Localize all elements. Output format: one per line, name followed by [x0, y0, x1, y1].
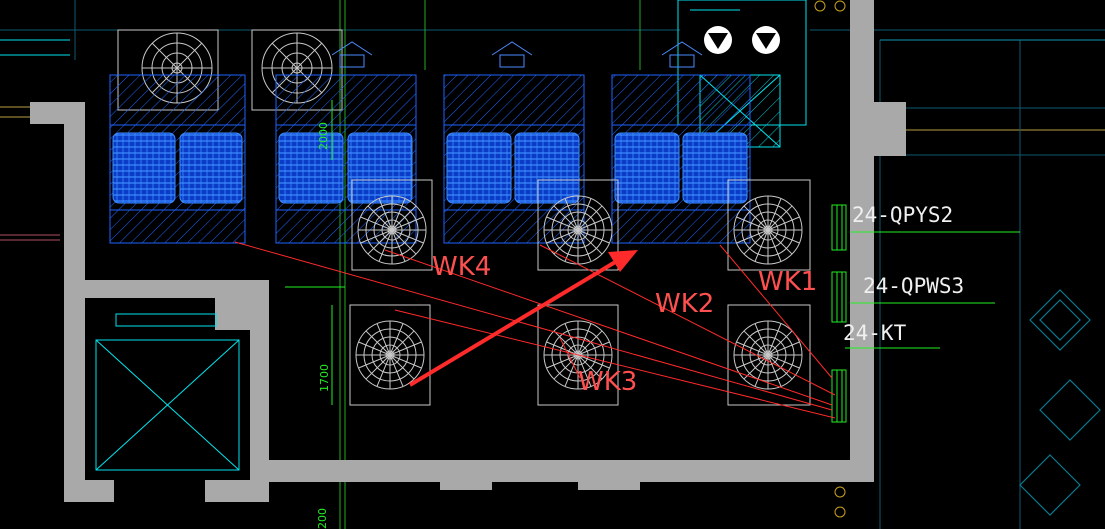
fan-grille-icon	[355, 320, 425, 390]
dimension-label: 1700	[318, 364, 331, 392]
outdoor-fan-units	[349, 179, 811, 406]
ac-unit-4	[611, 74, 751, 244]
walls	[30, 0, 906, 502]
unit-label: WK2	[655, 289, 714, 319]
dimension-label: 200	[316, 508, 329, 529]
pipe-label: 24-KT	[843, 321, 907, 345]
air-outlet-arrow-icon	[331, 41, 373, 68]
unit-labels: WK1 WK2 WK3 WK4	[432, 252, 817, 397]
dimension-lines	[285, 100, 345, 405]
ac-unit-3	[443, 74, 585, 244]
leader-lines	[234, 241, 836, 419]
pipe-label: 24-QPYS2	[852, 203, 953, 227]
down-arrow-circle-icon	[752, 26, 780, 54]
dimension-labels: 2000 1700 200	[316, 122, 331, 529]
ac-unit-blocks	[109, 74, 751, 244]
fan-grille-icon	[733, 320, 803, 390]
pipe-label-group: 24-QPYS2 24-QPWS3 24-KT	[843, 203, 964, 345]
air-outlet-arrow-icon	[491, 41, 533, 68]
air-outlet-arrows	[331, 41, 703, 68]
fan-grilles	[355, 195, 803, 390]
air-outlet-arrow-icon	[661, 41, 703, 68]
unit-label: WK4	[432, 252, 491, 282]
ac-unit-1	[109, 74, 246, 244]
fan-grille-icon	[733, 195, 803, 265]
dimension-label: 2000	[317, 122, 330, 150]
down-arrow-circle-icon	[704, 26, 732, 54]
unit-label: WK1	[758, 267, 817, 297]
fan-grille-icon	[543, 195, 613, 265]
unit-label: WK3	[578, 367, 637, 397]
red-arrow-icon	[408, 250, 638, 387]
ac-unit-2	[275, 74, 417, 244]
fan-grille-icon	[357, 195, 427, 265]
pipe-ends	[831, 204, 1020, 423]
pipe-label: 24-QPWS3	[863, 274, 964, 298]
down-arrow-circles	[704, 0, 846, 518]
right-stair-pattern	[880, 39, 1105, 516]
